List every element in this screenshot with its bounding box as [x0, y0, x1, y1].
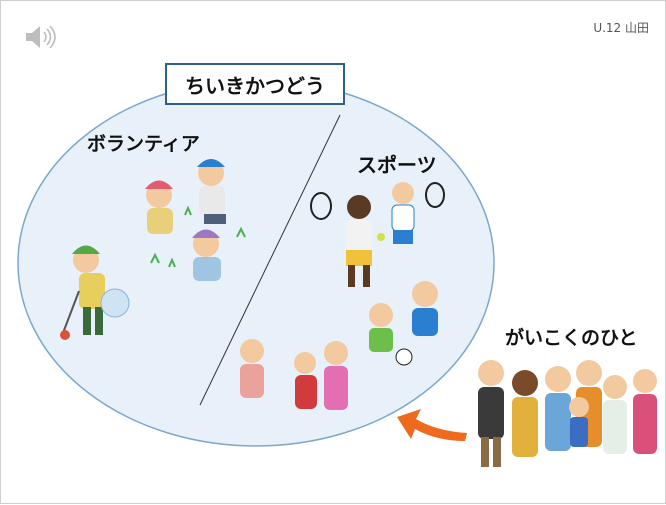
speaker-icon[interactable]: [23, 23, 57, 51]
sports-label: スポーツ: [357, 153, 437, 177]
volunteer-illustration: [60, 159, 246, 340]
author-label: U.12 山田: [593, 21, 649, 35]
slide-title-text: ちいきかつどう: [185, 73, 325, 98]
foreign-people-label: がいこくのひと: [505, 327, 638, 349]
volunteer-label: ボランティア: [87, 133, 200, 155]
sports-illustration: [240, 182, 445, 410]
orange-arrow-icon: [397, 409, 467, 441]
divider-line: [199, 114, 341, 406]
foreign-people-illustration: [478, 360, 657, 467]
slide-title: ちいきかつどう: [165, 63, 345, 105]
